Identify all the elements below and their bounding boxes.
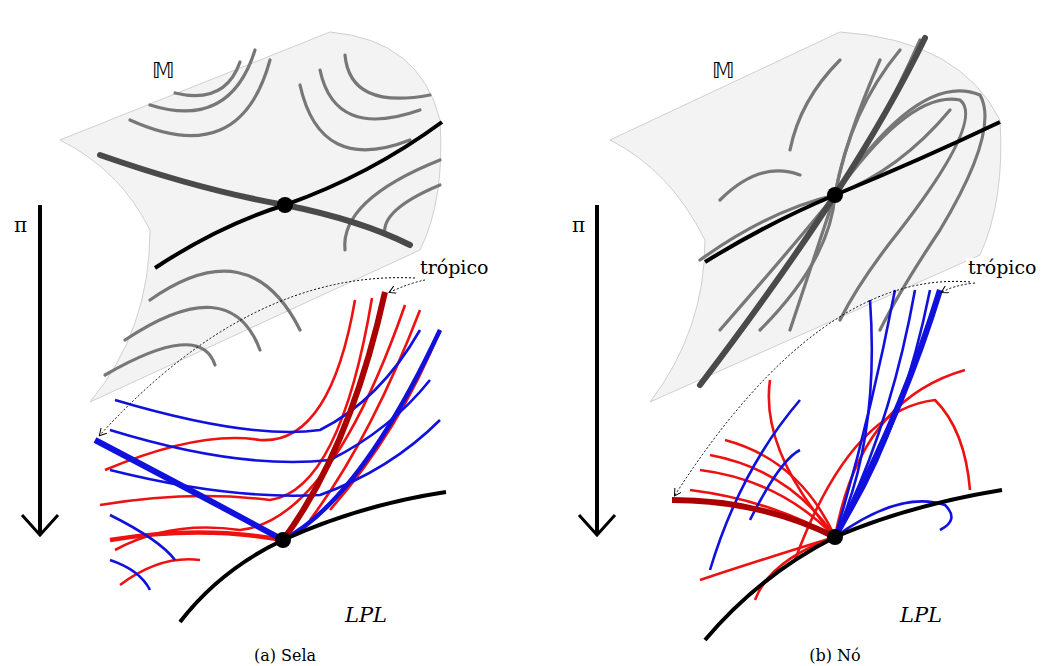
curve-label: LPL (345, 605, 387, 626)
subfigure-caption: (a) Sela (254, 648, 316, 664)
projection-label: π (14, 215, 27, 235)
tropic-label: trópico (966, 258, 1038, 277)
manifold-label: 𝕄 (152, 60, 175, 82)
tropic-label: trópico (418, 258, 490, 277)
curve-label: LPL (900, 605, 942, 626)
projection-label: π (572, 215, 585, 235)
subfigure-caption: (b) Nó (809, 648, 860, 664)
manifold-label: 𝕄 (712, 60, 735, 82)
